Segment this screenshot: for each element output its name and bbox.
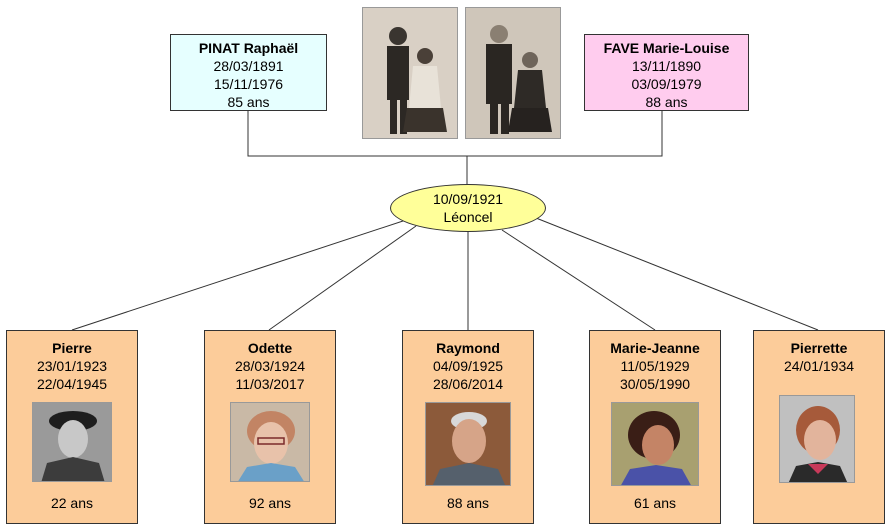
child-portrait-photo — [611, 402, 699, 486]
child-box-odette: Odette 28/03/1924 11/03/2017 92 ans — [204, 330, 336, 524]
child-connector-pierre — [71, 219, 407, 331]
child-name: Pierrette — [790, 340, 848, 356]
child-connector-odette — [268, 225, 417, 331]
child-death-date: 28/06/2014 — [432, 376, 504, 392]
marriage-date: 10/09/1921 — [432, 191, 504, 207]
child-death-date: 22/04/1945 — [36, 376, 108, 392]
child-name: Raymond — [436, 340, 500, 356]
father-box: PINAT Raphaël 28/03/1891 15/11/1976 85 a… — [170, 34, 327, 111]
child-portrait-photo — [230, 402, 310, 482]
mother-birth-date: 13/11/1890 — [631, 58, 702, 74]
child-birth-date: 23/01/1923 — [36, 358, 108, 374]
father-birth-date: 28/03/1891 — [213, 58, 284, 74]
father-name: PINAT Raphaël — [198, 40, 299, 56]
child-portrait-photo — [425, 402, 511, 486]
child-box-pierre: Pierre 23/01/1923 22/04/1945 22 ans — [6, 330, 138, 524]
child-birth-date: 04/09/1925 — [432, 358, 504, 374]
child-death-date: 30/05/1990 — [619, 376, 691, 392]
child-name: Marie-Jeanne — [610, 340, 700, 356]
mother-box: FAVE Marie-Louise 13/11/1890 03/09/1979 … — [584, 34, 749, 111]
child-death-date: 11/03/2017 — [235, 376, 305, 392]
marriage-place: Léoncel — [443, 209, 493, 225]
child-portrait-photo — [32, 402, 112, 482]
father-age: 85 ans — [227, 94, 270, 110]
child-name: Pierre — [52, 340, 92, 356]
child-age: 22 ans — [50, 495, 94, 511]
child-birth-date: 11/05/1929 — [620, 358, 690, 374]
child-name: Odette — [247, 340, 293, 356]
child-connector-pierrette — [535, 217, 819, 331]
child-portrait-photo — [779, 395, 855, 483]
marriage-oval: 10/09/1921 Léoncel — [390, 184, 546, 232]
child-birth-date: 24/01/1934 — [783, 358, 855, 374]
child-age: 61 ans — [633, 495, 677, 511]
father-death-date: 15/11/1976 — [213, 76, 284, 92]
wedding-photo — [362, 7, 458, 139]
child-age: 92 ans — [248, 495, 292, 511]
child-box-raymond: Raymond 04/09/1925 28/06/2014 88 ans — [402, 330, 534, 524]
child-birth-date: 28/03/1924 — [234, 358, 306, 374]
elderly-couple-photo — [465, 7, 561, 139]
parents-connector — [247, 111, 663, 157]
child-age: 88 ans — [446, 495, 490, 511]
mother-name: FAVE Marie-Louise — [603, 40, 730, 56]
mother-age: 88 ans — [645, 94, 688, 110]
child-box-pierrette: Pierrette 24/01/1934 — [753, 330, 885, 524]
mother-death-date: 03/09/1979 — [631, 76, 702, 92]
child-connector-marie-jeanne — [501, 229, 656, 331]
child-box-marie-jeanne: Marie-Jeanne 11/05/1929 30/05/1990 61 an… — [589, 330, 721, 524]
